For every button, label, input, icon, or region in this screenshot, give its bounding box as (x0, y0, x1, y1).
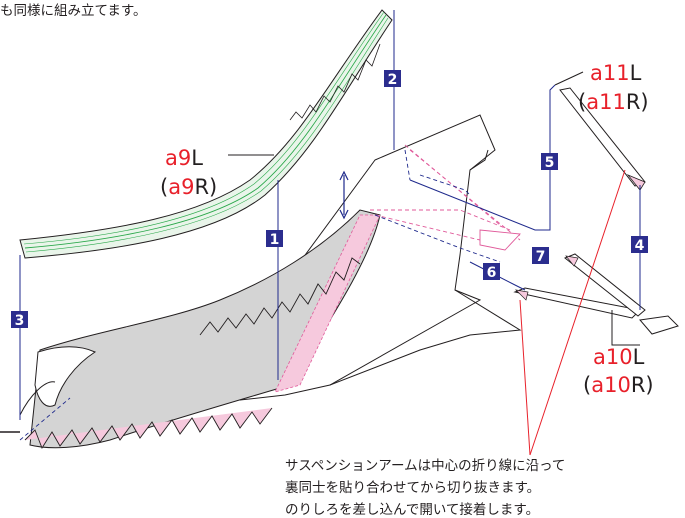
part-label-a9-left: a9L (165, 146, 203, 170)
step-box-3: 3 (11, 311, 28, 329)
svg-text:2: 2 (388, 72, 398, 88)
svg-text:4: 4 (635, 238, 645, 254)
main-body-part (0, 114, 522, 449)
step-box-7: 7 (532, 247, 549, 265)
guide-lines (19, 10, 641, 420)
instruction-line-1: サスペンションアームは中心の折り線に沿って (285, 458, 565, 474)
part-label-a10-left: a10L (593, 345, 645, 369)
svg-text:1: 1 (270, 232, 280, 248)
part-label-a9-right: (a9R) (160, 175, 217, 199)
part-label-a11-left: a11L (590, 61, 642, 85)
saw-tooth-edge (24, 407, 273, 449)
arm-part-a10 (513, 253, 679, 335)
rod-part-a11 (559, 87, 646, 191)
label-leaders (228, 71, 640, 346)
part-label-a10-right: (a10R) (583, 373, 654, 397)
step-box-4: 4 (631, 236, 648, 254)
part-label-a11-right: (a11R) (578, 90, 649, 114)
instruction-line-3: のりしろを差し込んで開いて接着します。 (285, 501, 539, 518)
svg-text:5: 5 (545, 155, 555, 171)
svg-text:6: 6 (487, 265, 497, 281)
instruction-leaders (519, 169, 626, 456)
svg-text:7: 7 (536, 249, 546, 265)
double-arrow-icon (339, 170, 349, 220)
tab-outline (479, 229, 521, 251)
instruction-line-2: 裏同士を貼り合わせてから切り抜きます。 (285, 480, 540, 496)
step-box-6: 6 (483, 263, 500, 281)
header-note: も同様に組み立てます。 (0, 3, 146, 19)
step-box-1: 1 (266, 230, 283, 248)
alignment-guides (19, 149, 501, 441)
step-box-2: 2 (384, 70, 401, 88)
step-box-5: 5 (541, 153, 558, 171)
svg-text:3: 3 (15, 313, 25, 329)
wing-part-a9 (19, 9, 393, 259)
